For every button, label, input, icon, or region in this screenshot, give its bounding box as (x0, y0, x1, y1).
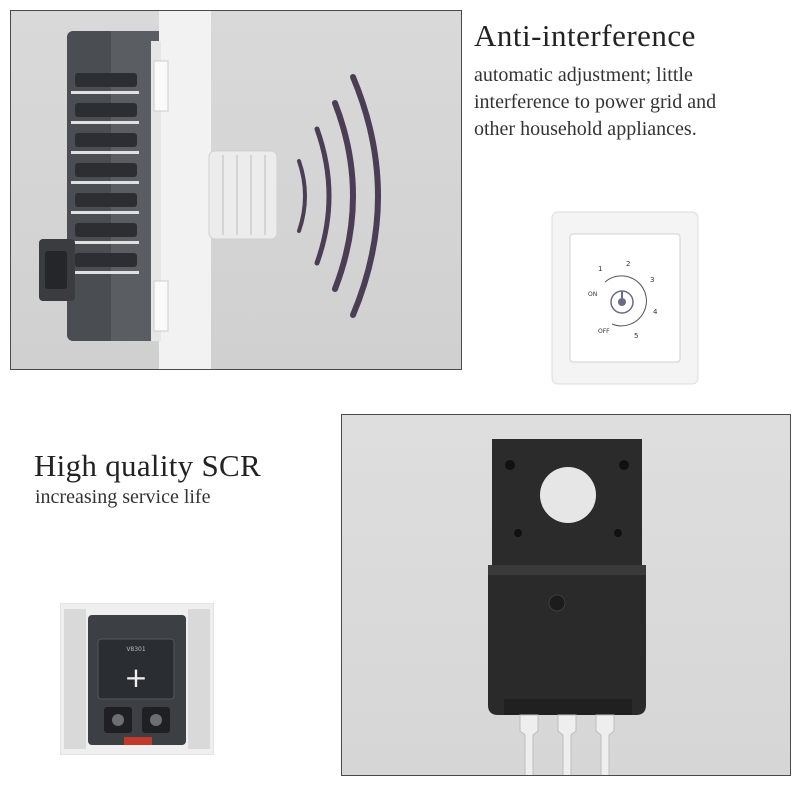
knob-ridges (222, 155, 266, 235)
dial-on-label: ON (588, 291, 597, 298)
description-line: automatic adjustment; little (474, 64, 693, 86)
dial-scale-arc (604, 275, 647, 327)
feature-description-scr: increasing service life (35, 486, 211, 508)
scr-component-photo-panel (341, 414, 791, 776)
scr-body (488, 565, 646, 715)
dial-tick-label: 3 (650, 276, 654, 284)
feature-title-high-quality-scr: High quality SCR (34, 448, 261, 483)
dimmer-front-photo: 1 2 3 4 5 ON OFF (551, 211, 699, 385)
dial-tick-label: 1 (598, 265, 602, 273)
feature-description-anti-interference: automatic adjustment; little interferenc… (474, 62, 774, 143)
dimmer-side-photo-panel (10, 10, 462, 370)
dial-off-label: OFF (598, 328, 610, 335)
plus-icon: + (124, 661, 147, 694)
warning-label (124, 737, 152, 745)
description-line: interference to power grid and (474, 91, 717, 113)
dial-tick-label: 5 (634, 332, 638, 340)
dial-tick-label: 2 (626, 260, 630, 268)
scr-illustration (488, 439, 646, 775)
body-dimple (548, 594, 566, 612)
signal-waves-icon (297, 74, 381, 318)
dimmer-fins (75, 73, 137, 267)
mounting-hole (540, 467, 596, 523)
dimmer-side-illustration (39, 11, 381, 369)
dimmer-back-photo: V8301 + (60, 603, 214, 755)
dial-tick-label: 4 (653, 308, 658, 316)
scr-legs (519, 714, 615, 775)
module-cover (97, 638, 175, 700)
module-code: V8301 (126, 646, 146, 653)
description-line: other household appliances. (474, 118, 697, 140)
feature-title-anti-interference: Anti-interference (474, 18, 696, 53)
dimmer-knob (208, 150, 278, 240)
fin-highlights (71, 91, 139, 274)
